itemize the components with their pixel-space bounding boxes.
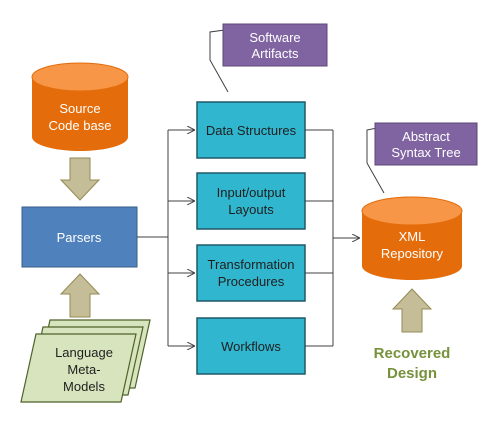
data-structures-box: Data Structures bbox=[196, 101, 306, 159]
recovered-design-label: Recovered Design bbox=[374, 345, 451, 382]
parser-fanout-connectors bbox=[137, 130, 194, 346]
up-arrow-icon bbox=[59, 273, 101, 318]
io-layouts-line2: Layouts bbox=[228, 202, 274, 217]
meta-models-line3: Models bbox=[63, 379, 105, 394]
workflows-label: Workflows bbox=[221, 339, 281, 354]
recovered-line2: Design bbox=[387, 365, 437, 382]
recovered-line1: Recovered bbox=[374, 345, 451, 362]
abstract-syntax-tree-callout: Abstract Syntax Tree bbox=[366, 122, 478, 194]
io-layouts-line1: Input/output bbox=[217, 185, 286, 200]
data-structures-label: Data Structures bbox=[206, 123, 297, 138]
xml-repository-cylinder: XML Repository bbox=[361, 196, 463, 280]
transformation-line1: Transformation bbox=[208, 257, 295, 272]
xml-repo-line1: XML bbox=[399, 229, 426, 244]
io-layouts-box: Input/output Layouts bbox=[196, 172, 306, 230]
workflows-box: Workflows bbox=[196, 317, 306, 375]
language-meta-models-stack: Language Meta- Models bbox=[20, 319, 151, 403]
software-artifacts-line1: Software bbox=[249, 30, 300, 45]
transformation-procedures-box: Transformation Procedures bbox=[196, 244, 306, 302]
software-artifacts-line2: Artifacts bbox=[252, 46, 299, 61]
repository-fanin-connectors bbox=[305, 129, 359, 347]
xml-repo-line2: Repository bbox=[381, 246, 444, 261]
parsers-label: Parsers bbox=[57, 230, 102, 245]
source-code-base-cylinder: Source Code base bbox=[31, 62, 129, 151]
ast-line1: Abstract bbox=[402, 129, 450, 144]
up-arrow-icon bbox=[391, 288, 433, 333]
transformation-line2: Procedures bbox=[218, 274, 285, 289]
software-artifacts-callout: Software Artifacts bbox=[209, 23, 328, 93]
parsers-box: Parsers bbox=[21, 206, 138, 268]
meta-models-line2: Meta- bbox=[67, 362, 100, 377]
meta-models-line1: Language bbox=[55, 345, 113, 360]
ast-line2: Syntax Tree bbox=[391, 145, 460, 160]
source-line2: Code base bbox=[49, 118, 112, 133]
source-line1: Source bbox=[59, 101, 100, 116]
down-arrow-icon bbox=[59, 157, 101, 201]
